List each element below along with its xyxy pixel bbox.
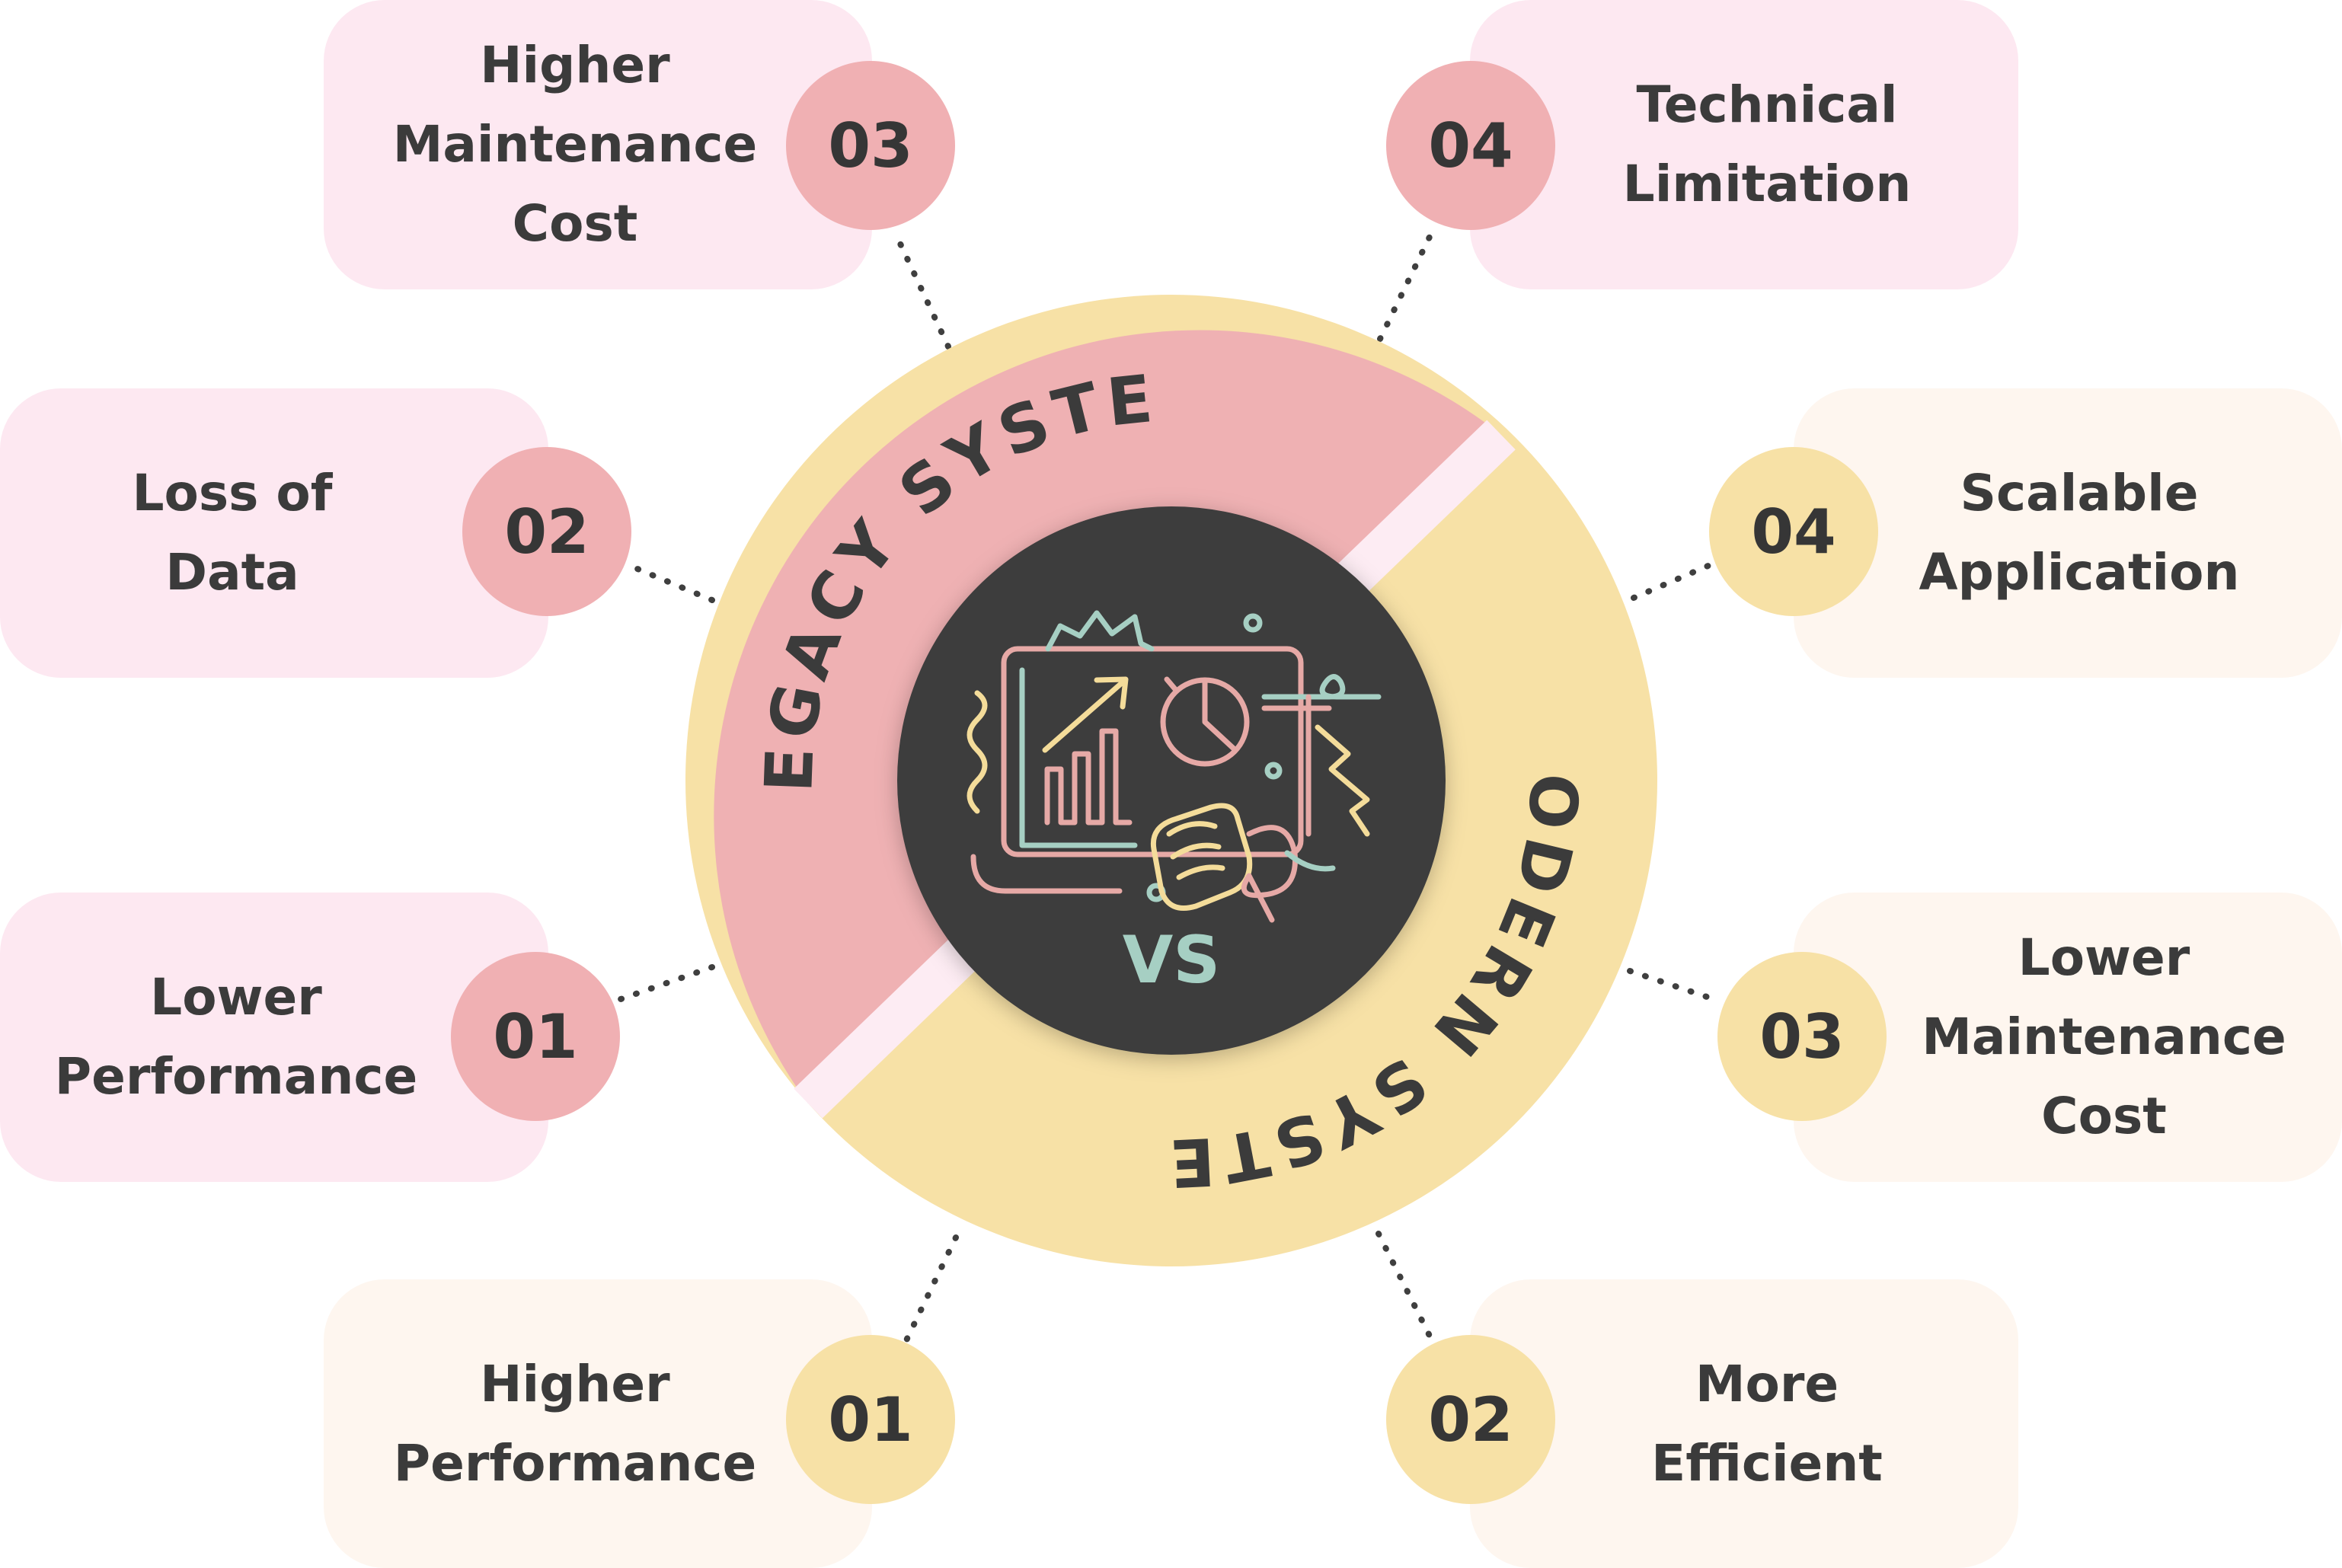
connector-modern-01 [903,1234,959,1343]
legacy-card-04 [1470,0,2018,289]
modern-badge-01: 01 [786,1335,955,1504]
modern-item-02-label: More Efficient [1651,1355,1883,1493]
vs-label: VS [1123,922,1221,998]
legacy-badge-03: 03 [786,61,955,230]
modern-badge-03: 03 [1717,952,1887,1121]
business-analytics-icon [967,610,1382,923]
modern-item-04-label: Scalable Application [1919,464,2240,602]
modern-badge-04: 04 [1709,447,1878,616]
modern-card-01 [324,1279,872,1568]
connector-legacy-03 [892,229,951,350]
modern-card-04 [1794,388,2342,678]
legacy-item-01-label: Lower Performance [54,968,418,1106]
legacy-badge-01: 01 [451,952,620,1121]
center-circle [897,506,1446,1055]
legacy-badge-04: 04 [1386,61,1555,230]
connector-legacy-01 [618,964,715,1002]
connectors [618,229,1717,1343]
modern-item-01-label: Higher Performance [393,1355,757,1493]
modern-item-03-label: Lower Maintenance Cost [1922,928,2286,1145]
legacy-item-03-label: Higher Maintenance Cost [392,36,758,253]
connector-legacy-02 [625,562,715,603]
legacy-item-02-label: Loss of Data [132,464,333,602]
connector-modern-02 [1375,1231,1435,1343]
modern-badge-02: 02 [1386,1335,1555,1504]
connector-modern-03 [1627,968,1717,1002]
legacy-card-02 [0,388,548,678]
connector-legacy-04 [1377,229,1435,342]
legacy-item-04-label: Technical Limitation [1622,75,1912,213]
legacy-badge-02: 02 [462,447,631,616]
connector-modern-04 [1631,562,1713,601]
modern-card-02 [1470,1279,2018,1568]
legacy-card-03 [324,0,872,289]
